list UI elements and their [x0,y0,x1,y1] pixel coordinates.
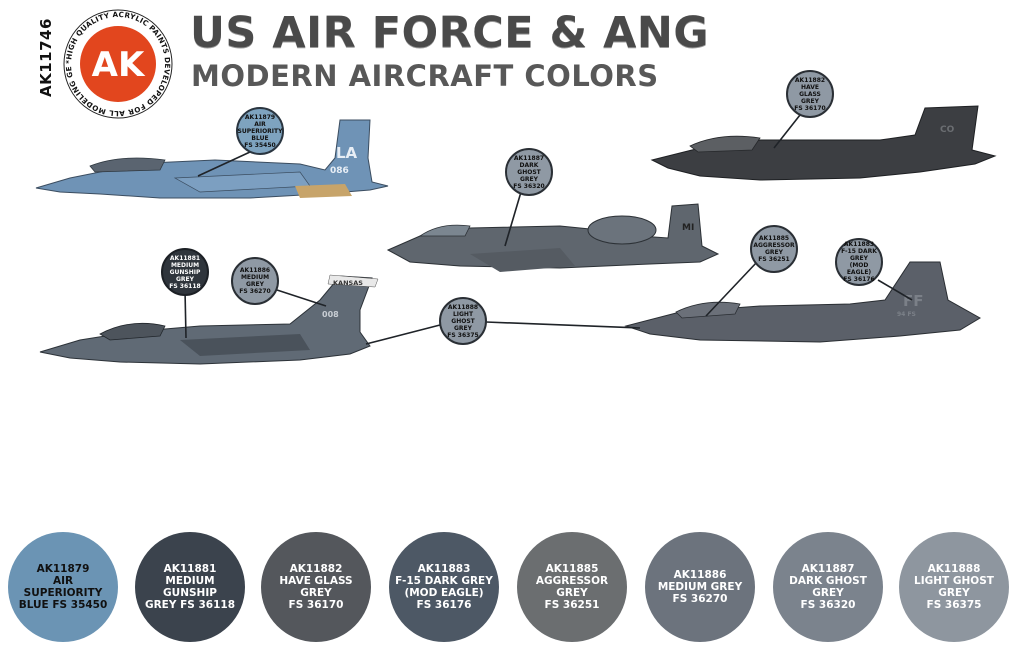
f15-serial: 086 [330,166,349,176]
a10-aircraft: MI [386,203,720,272]
f16-fin-band: KANSAS [333,279,363,287]
f15-tail-code: LA [336,144,358,162]
f22-fin-small: 94 FS [897,311,916,318]
f16-serial: 008 [322,310,339,319]
title-line-2: MODERN AIRCRAFT COLORS [191,59,659,93]
f22-tail-code: FF [903,292,924,310]
f35-tail-code: CO [940,125,955,135]
ak-logo: *HIGH QUALITY ACRYLIC PAINTS DEVELOPED F… [59,1,174,120]
f22-aircraft: FF 94 FS [624,261,981,343]
f35-aircraft: CO [650,105,997,181]
logo-text: AK [92,45,146,85]
title-line-1: US AIR FORCE & ANG [190,8,710,58]
svg-text:MI: MI [682,223,694,233]
f16-aircraft: KANSAS 008 [39,274,379,365]
callout-leader-lines [184,114,913,345]
f15-aircraft: LA 086 [35,119,389,199]
